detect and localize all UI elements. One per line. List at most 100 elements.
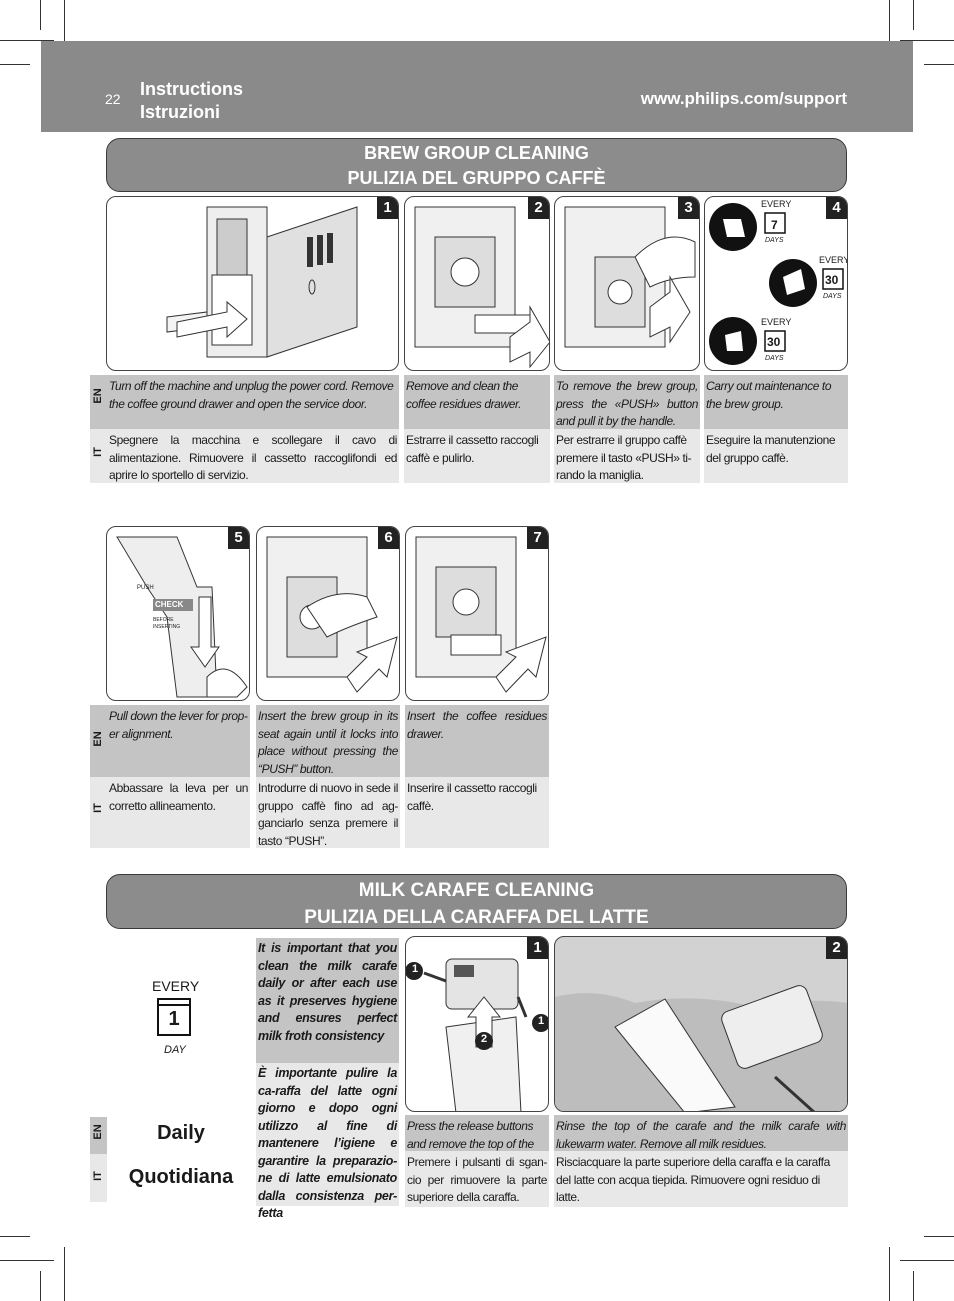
every-label: EVERY bbox=[761, 199, 792, 209]
crop-mark bbox=[0, 1260, 54, 1261]
crop-mark bbox=[913, 0, 914, 30]
calendar-day-number: 1 bbox=[168, 1008, 180, 1030]
step-number: 1 bbox=[527, 937, 548, 959]
crop-mark bbox=[64, 0, 65, 54]
daily-en: Daily bbox=[157, 1122, 205, 1144]
step-number: 1 bbox=[377, 197, 398, 219]
crop-mark bbox=[924, 64, 954, 65]
calendar-number: 7 bbox=[771, 218, 778, 232]
crop-mark bbox=[0, 40, 54, 41]
lang-strip bbox=[90, 1154, 107, 1202]
crop-mark bbox=[889, 0, 890, 54]
step-4-illustration: EVERY 7 DAYS EVERY 30 DAYS EVERY 30 DAYS… bbox=[704, 196, 848, 371]
calendar-number: 30 bbox=[767, 335, 781, 349]
step-3-illustration: 3 bbox=[554, 196, 700, 371]
page-number: 22 bbox=[105, 91, 121, 107]
machine-illustration bbox=[166, 206, 358, 358]
lang-label-it: IT bbox=[92, 803, 104, 813]
step-number: 6 bbox=[378, 527, 399, 549]
step-6-text-en: Insert the brew group in its seat again … bbox=[256, 705, 400, 777]
step-2-text-it: Estrarre il cassetto raccogli caffè e pu… bbox=[404, 429, 550, 483]
step-5-text-en: Pull down the lever for prop-er alignmen… bbox=[107, 705, 250, 777]
banner-title-en: BREW GROUP CLEANING bbox=[364, 143, 589, 163]
insert-brew-group-illustration bbox=[266, 536, 398, 693]
maintenance-schedule bbox=[709, 203, 844, 365]
step-number: 5 bbox=[228, 527, 249, 549]
note-en: It is important that you clean the milk … bbox=[256, 938, 399, 1063]
daily-it: Quotidiana bbox=[128, 1166, 234, 1188]
banner-title-it: PULIZIA DEL GRUPPO CAFFÈ bbox=[347, 168, 606, 188]
banner-title-en: MILK CARAFE CLEANING bbox=[358, 880, 595, 901]
step-number: 3 bbox=[678, 197, 699, 219]
every-label: EVERY bbox=[819, 255, 848, 265]
lang-strip bbox=[90, 705, 107, 777]
step-number: 7 bbox=[527, 527, 548, 549]
carafe-step-2-text-it: Risciacquare la parte superiore della ca… bbox=[554, 1151, 848, 1207]
step-7-illustration: 7 bbox=[405, 526, 549, 701]
days-label: DAYS bbox=[765, 237, 784, 244]
lang-label-en: EN bbox=[92, 1124, 104, 1140]
crop-mark bbox=[889, 1247, 890, 1301]
every-label: EVERY bbox=[761, 317, 792, 327]
carafe-release-illustration bbox=[406, 958, 548, 1111]
crop-mark bbox=[924, 1236, 954, 1237]
lang-strip bbox=[90, 429, 107, 483]
step-number: 2 bbox=[826, 937, 847, 959]
push-label: PUSH bbox=[137, 585, 154, 591]
crop-mark bbox=[40, 0, 41, 30]
days-label: DAYS bbox=[765, 355, 784, 362]
lang-strip bbox=[90, 777, 107, 848]
day-label: DAY bbox=[164, 1044, 186, 1056]
step-number: 2 bbox=[528, 197, 549, 219]
step-7-text-it: Inserire il cassetto raccogli caffè. bbox=[405, 777, 549, 848]
crop-mark bbox=[900, 40, 954, 41]
calendar-icon: 1 bbox=[157, 998, 191, 1036]
callout-1: 1 bbox=[537, 1015, 545, 1027]
carafe-step-1-text-en: Press the release buttons and remove the… bbox=[405, 1115, 549, 1168]
before-inserting-label: BEFORE INSERTING bbox=[153, 617, 181, 630]
lang-label-it: IT bbox=[92, 447, 104, 457]
section-banner-milk-carafe: MILK CARAFE CLEANING PULIZIA DELLA CARAF… bbox=[106, 874, 847, 929]
carafe-step-1-text-it: Premere i pulsanti di sgan-cio per rimuo… bbox=[405, 1151, 549, 1207]
lang-strip bbox=[90, 1117, 107, 1154]
carafe-step-2-text-en: Rinse the top of the carafe and the milk… bbox=[554, 1115, 848, 1151]
header-title-en: Instructions bbox=[140, 79, 244, 99]
step-2-text-en: Remove and clean the coffee residues dra… bbox=[404, 375, 550, 429]
banner-title-it: PULIZIA DELLA CARAFFA DEL LATTE bbox=[304, 907, 649, 928]
page-header: 22 Instructions Istruzioni www.philips.c… bbox=[41, 41, 913, 132]
carafe-step-1-illustration: 1 2 1 1 bbox=[405, 936, 549, 1112]
step-5-text-it: Abbassare la leva per un corretto alline… bbox=[107, 777, 250, 848]
crop-mark bbox=[0, 64, 30, 65]
callout-2: 2 bbox=[480, 1033, 488, 1045]
carafe-step-2-illustration: 2 bbox=[554, 936, 848, 1112]
step-4-text-it: Eseguire la manutenzione del gruppo caff… bbox=[704, 429, 848, 483]
lang-label-en: EN bbox=[92, 731, 104, 747]
crop-mark bbox=[0, 1236, 30, 1237]
step-6-illustration: 6 bbox=[256, 526, 400, 701]
note-it: È importante pulire la ca-raffa del latt… bbox=[256, 1063, 399, 1220]
step-number: 4 bbox=[826, 197, 847, 219]
step-6-text-it: Introdurre di nuovo in sede il gruppo ca… bbox=[256, 777, 400, 848]
brew-group-illustration bbox=[564, 206, 696, 348]
header-title: Instructions Istruzioni bbox=[140, 78, 243, 124]
check-label: CHECK bbox=[155, 600, 184, 609]
lang-strip bbox=[90, 375, 107, 429]
step-3-text-en: To remove the brew group, press the «PUS… bbox=[554, 375, 700, 429]
step-5-illustration: PUSH CHECK BEFORE INSERTING 5 bbox=[106, 526, 250, 701]
header-title-it: Istruzioni bbox=[140, 102, 220, 122]
lang-label-en: EN bbox=[92, 388, 104, 404]
crop-mark bbox=[913, 1271, 914, 1301]
lang-label-it: IT bbox=[92, 1171, 104, 1181]
every-label: EVERY bbox=[152, 978, 200, 994]
crop-mark bbox=[40, 1271, 41, 1301]
calendar-number: 30 bbox=[825, 273, 839, 287]
drawer-illustration bbox=[414, 206, 549, 369]
step-1-text-en: Turn off the machine and unplug the powe… bbox=[107, 375, 399, 429]
carafe-rinse-illustration bbox=[555, 985, 847, 1111]
lever-illustration bbox=[116, 536, 248, 698]
crop-mark bbox=[64, 1247, 65, 1301]
step-3-text-it: Per estrarre il gruppo caffè premere il … bbox=[554, 429, 700, 483]
support-url: www.philips.com/support bbox=[640, 89, 847, 108]
insert-drawer-illustration bbox=[415, 536, 547, 693]
step-1-text-it: Spegnere la macchina e scollegare il cav… bbox=[107, 429, 399, 483]
